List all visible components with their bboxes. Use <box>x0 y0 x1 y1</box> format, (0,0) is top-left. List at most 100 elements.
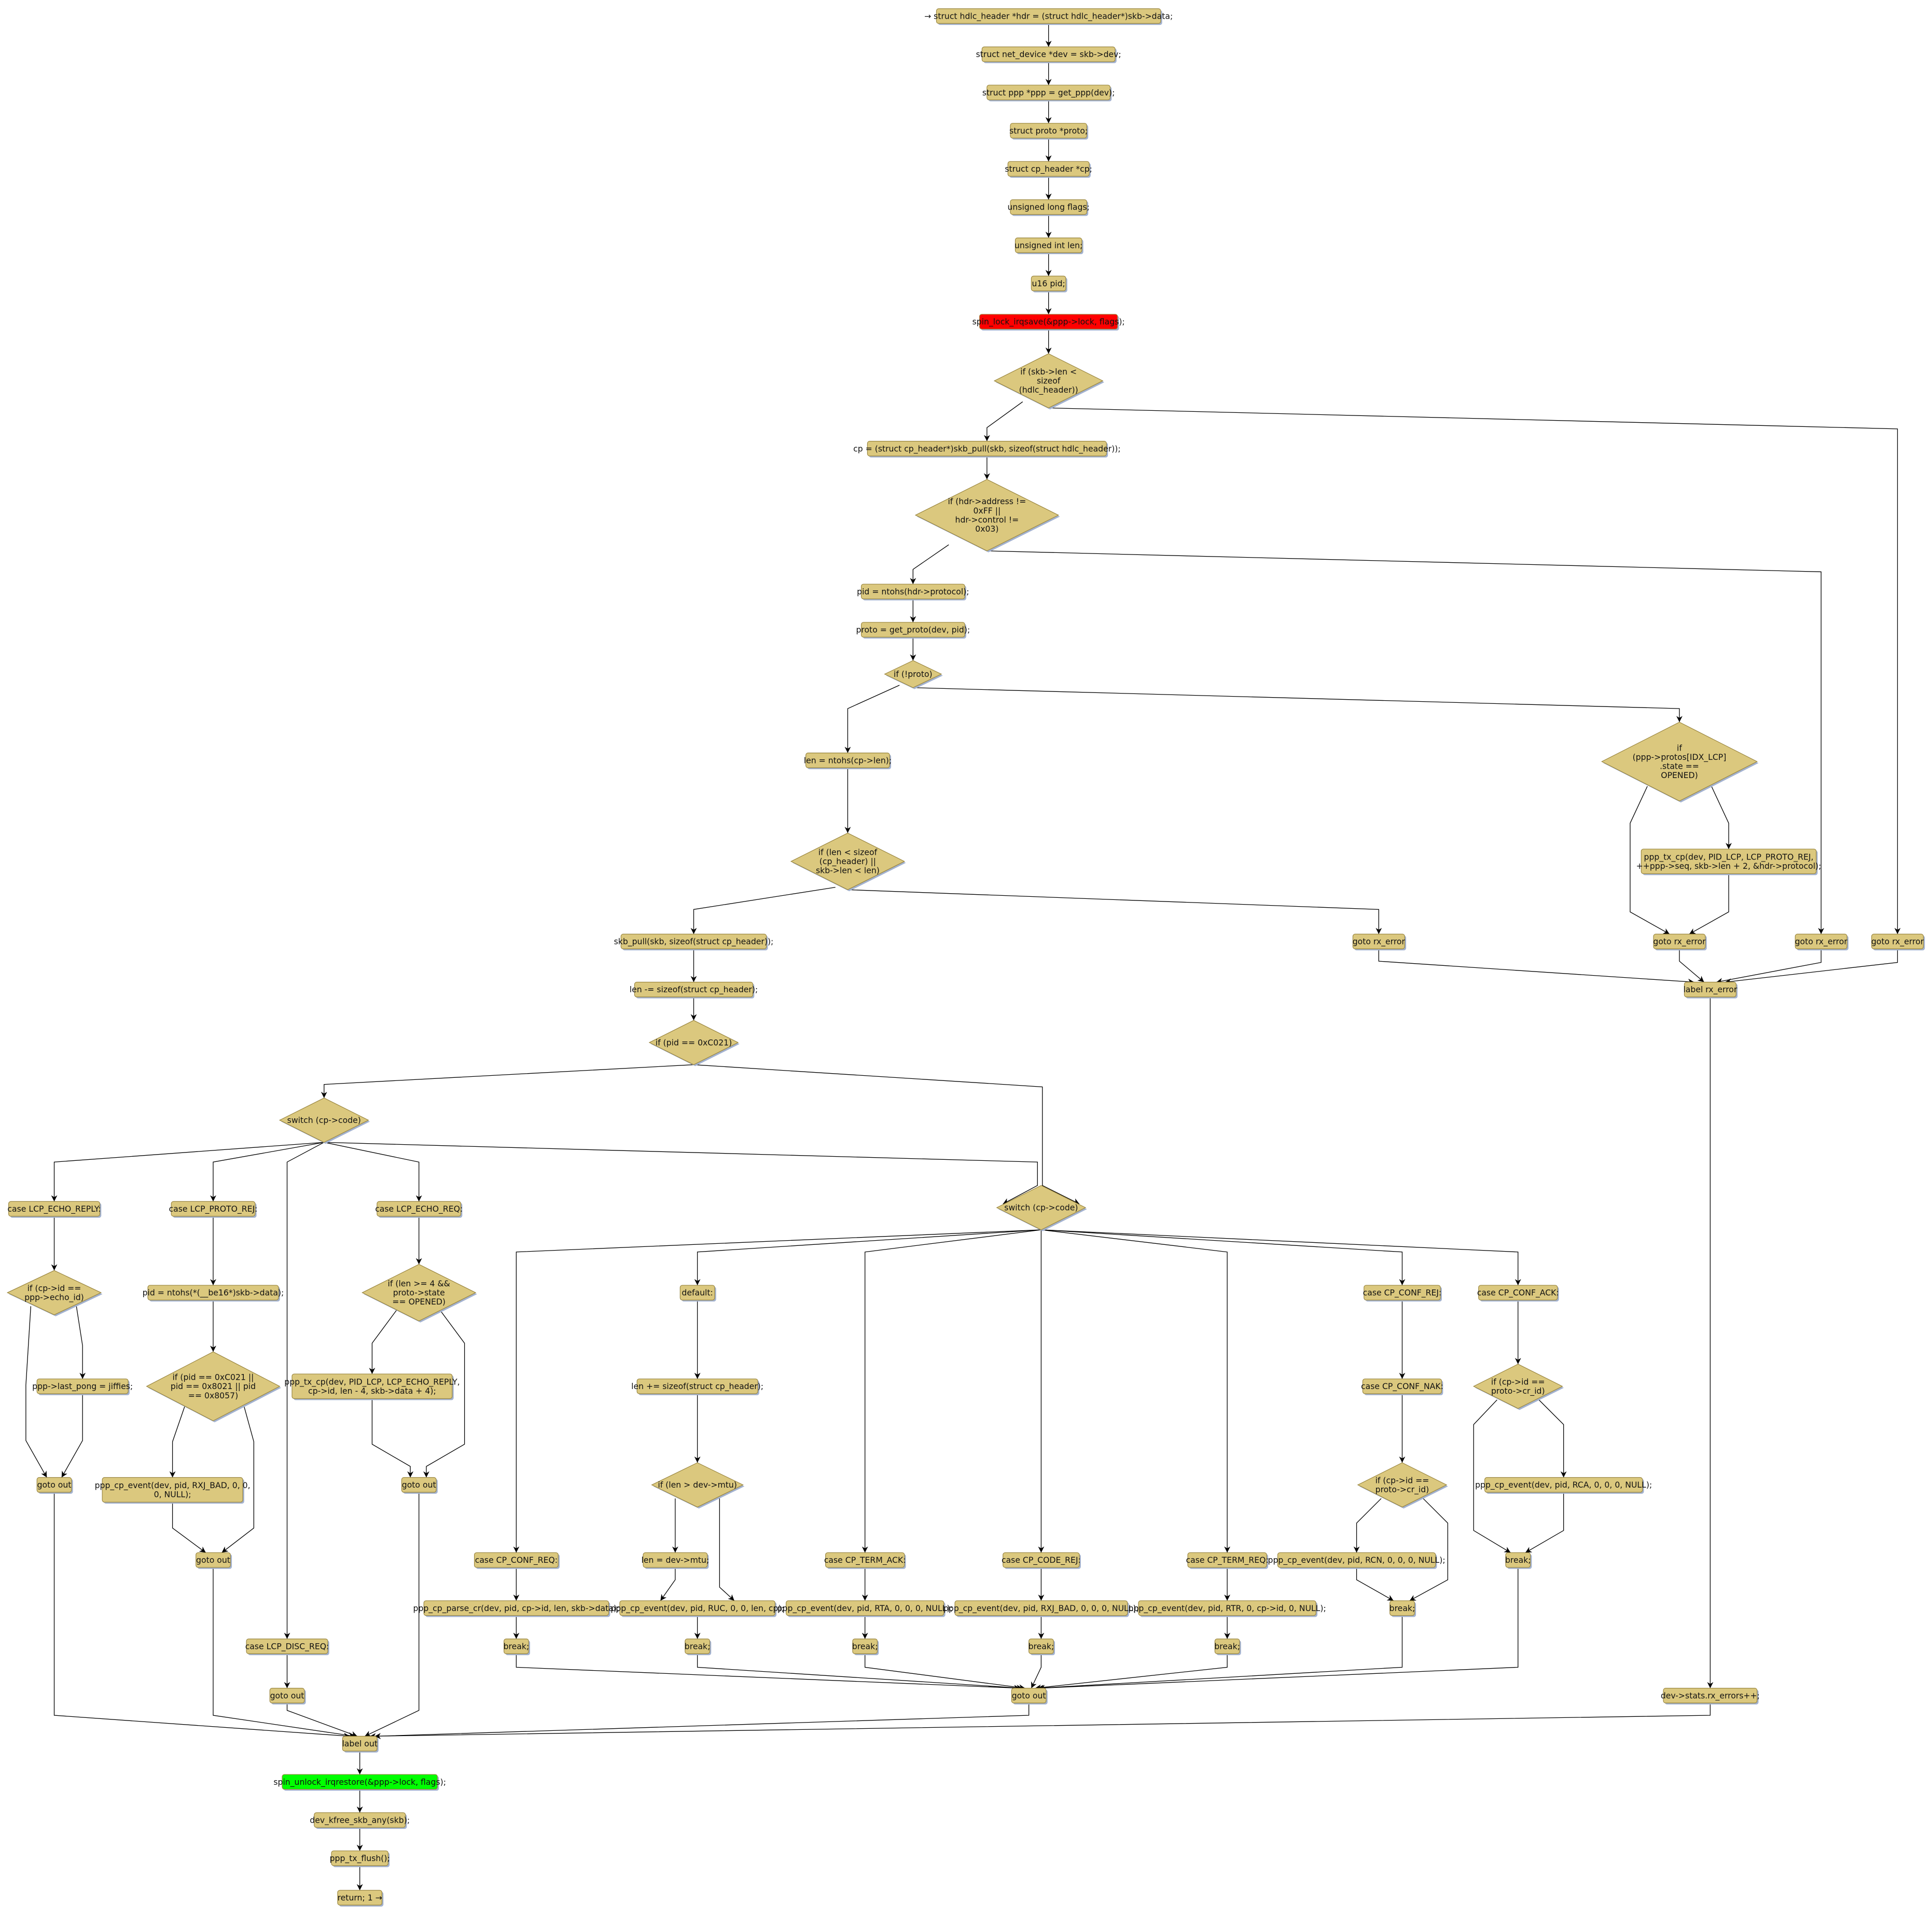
node-text: pid == 0x8021 || pid <box>171 1381 256 1391</box>
node-statement: ppp_tx_cp(dev, PID_LCP, LCP_ECHO_REPLY,c… <box>284 1373 460 1400</box>
node-shape <box>314 1812 406 1828</box>
node-shape <box>1472 1364 1563 1409</box>
node-shape <box>648 1020 739 1065</box>
flow-edge <box>286 1703 358 1737</box>
nodes: → struct hdlc_header *hdr = (struct hdlc… <box>6 8 1925 1907</box>
node-text: proto->cr_id) <box>1491 1386 1545 1396</box>
node-shape <box>1795 934 1847 949</box>
node-statement: cp = (struct cp_header*)skb_pull(skb, si… <box>853 441 1121 457</box>
node-shape <box>423 1600 609 1616</box>
flow-edge <box>861 1229 1041 1553</box>
flow-edge <box>1525 1492 1564 1553</box>
flow-edge <box>986 550 1825 934</box>
node-statement: len = ntohs(cp->len); <box>804 753 892 770</box>
node-goto-out: goto out <box>1011 1688 1048 1705</box>
node-statement: struct proto *proto; <box>1009 123 1089 140</box>
node-shape <box>867 441 1107 456</box>
node-shape <box>1663 1688 1758 1703</box>
node-text: case CP_TERM_REQ: <box>1186 1555 1269 1565</box>
node-shape <box>1478 1285 1558 1301</box>
node-shape <box>1014 238 1082 253</box>
node-shape <box>171 1201 256 1217</box>
node-shape <box>786 1600 944 1616</box>
node-shape <box>1641 849 1817 875</box>
node-spin-lock-statement: spin_lock_irqsave(&ppp->lock, flags); <box>972 314 1125 331</box>
node-text: ppp_tx_cp(dev, PID_LCP, LCP_ECHO_REPLY, <box>284 1377 460 1387</box>
node-break-statement: break; <box>1505 1552 1532 1569</box>
node-shape <box>196 1552 231 1568</box>
node-shape <box>636 1378 758 1394</box>
node-text: case CP_CONF_ACK: <box>1477 1288 1559 1298</box>
decision-diamond-decision: if (len > dev->mtu) <box>651 1462 745 1509</box>
node-case-label: case LCP_PROTO_REJ: <box>169 1201 257 1218</box>
node-shape <box>282 1774 438 1790</box>
node-shape <box>1031 275 1066 292</box>
flow-edge <box>324 1142 422 1202</box>
node-text: proto->state <box>393 1288 445 1298</box>
node-shape <box>914 479 1060 551</box>
node-text: cp = (struct cp_header*)skb_pull(skb, si… <box>853 443 1121 454</box>
decision-diamond-decision: if (cp->id ==ppp->echo_id) <box>6 1270 103 1316</box>
node-shape <box>1364 1285 1441 1301</box>
flow-edge <box>1037 1615 1403 1691</box>
node-shape <box>936 8 1161 24</box>
node-shape <box>634 981 754 997</box>
node-spin-unlock-statement: spin_unlock_irqrestore(&ppp->lock, flags… <box>273 1774 446 1791</box>
node-text: ++ppp->seq, skb->len + 2, &hdr->protocol… <box>1636 861 1822 871</box>
node-entry-statement: → struct hdlc_header *hdr = (struct hdlc… <box>924 8 1173 25</box>
node-shape <box>651 1462 744 1508</box>
node-statement: ppp_cp_event(dev, pid, RTR, 0, cp->id, 0… <box>1129 1600 1326 1617</box>
node-text: struct cp_header *cp; <box>1005 164 1092 174</box>
node-text: hdr->control != <box>955 515 1019 524</box>
flow-edge <box>697 1654 1023 1691</box>
node-shape <box>860 584 965 600</box>
node-text: len -= sizeof(struct cp_header); <box>630 984 758 995</box>
node-shape <box>996 1185 1087 1230</box>
node-shape <box>643 1552 708 1568</box>
node-shape <box>1352 934 1405 949</box>
node-shape <box>246 1639 328 1654</box>
node-text: goto rx_error <box>1653 937 1706 947</box>
node-statement: ppp_cp_event(dev, pid, RTA, 0, 0, 0, NUL… <box>777 1600 953 1617</box>
node-shape <box>1601 721 1758 801</box>
node-text: ppp_cp_event(dev, pid, RCN, 0, 0, 0, NUL… <box>1268 1555 1445 1565</box>
node-text: proto = get_proto(dev, pid); <box>856 625 970 635</box>
node-shape <box>1007 161 1090 177</box>
decision-diamond-switch: switch (cp->code) <box>996 1185 1087 1231</box>
node-shape <box>685 1639 710 1654</box>
node-text: pid = ntohs(*(__be16*)skb->data); <box>143 1288 284 1298</box>
node-break-statement: break; <box>1389 1600 1416 1617</box>
flow-edge <box>369 1310 397 1374</box>
node-text: if <box>1677 743 1682 753</box>
node-shape <box>474 1552 559 1568</box>
node-goto-rx-error: goto rx_error <box>1352 934 1407 951</box>
node-label-out: label out <box>342 1736 379 1753</box>
node-text: default: <box>682 1288 713 1298</box>
node-shape <box>1003 1552 1080 1568</box>
node-case-label: case CP_CODE_REJ: <box>1002 1552 1081 1569</box>
node-text: ppp_cp_event(dev, pid, RXJ_BAD, 0, 0, 0,… <box>943 1603 1139 1614</box>
node-text: if (cp->id == <box>1375 1475 1429 1485</box>
flow-edge <box>364 1492 420 1737</box>
node-shape <box>1871 934 1924 949</box>
node-goto-rx-error: goto rx_error <box>1795 934 1848 951</box>
node-text: break; <box>1389 1603 1415 1613</box>
node-statement: ppp_cp_event(dev, pid, RXJ_BAD, 0, 0, 0,… <box>943 1600 1139 1617</box>
node-shape <box>1214 1639 1240 1654</box>
node-text: u16 pid; <box>1032 279 1065 288</box>
node-text: OPENED) <box>1661 770 1698 780</box>
node-text: case CP_CONF_NAK: <box>1361 1381 1443 1392</box>
flow-edge <box>1041 1229 1521 1285</box>
node-goto-out: goto out <box>36 1477 73 1494</box>
flow-edge <box>690 886 836 934</box>
node-shape <box>954 1600 1128 1616</box>
node-return-statement: return; 1 → <box>337 1890 384 1907</box>
node-shape <box>342 1736 378 1752</box>
node-statement: unsigned long flags; <box>1007 199 1090 216</box>
flow-edge <box>1048 407 1901 934</box>
flow-edge <box>719 1498 735 1601</box>
node-text: if (len >= 4 && <box>388 1279 450 1288</box>
flow-edge <box>693 1064 1080 1204</box>
node-shape <box>884 660 942 688</box>
node-text: case LCP_DISC_REQ: <box>245 1641 329 1652</box>
